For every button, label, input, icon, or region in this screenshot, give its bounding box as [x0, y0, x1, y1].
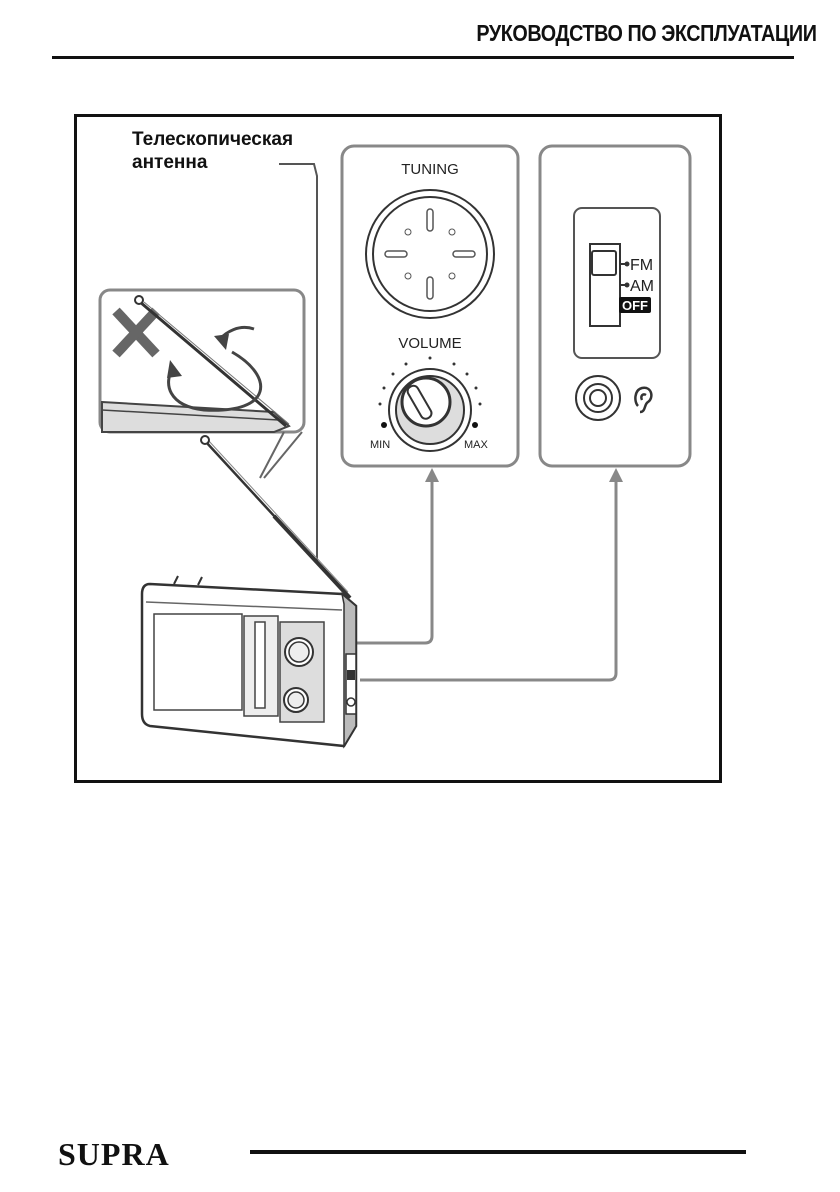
band-switch-panel: FM AM OFF	[540, 146, 690, 466]
tuning-dial	[366, 190, 494, 318]
antenna-caption: Телескопическая антенна	[132, 128, 293, 174]
earphone-jack	[576, 376, 620, 420]
band-fm-label: FM	[630, 257, 653, 274]
connector-arrows	[324, 480, 616, 680]
antenna-rotation-inset	[100, 290, 304, 478]
tuning-volume-panel: TUNING VOLUME	[342, 146, 518, 466]
radio-device	[142, 436, 356, 746]
antenna-caption-line2: антенна	[132, 151, 293, 174]
antenna-caption-line1: Телескопическая	[132, 128, 293, 151]
page-header: РУКОВОДСТВО ПО ЭКСПЛУАТАЦИИ	[0, 0, 840, 70]
volume-label: VOLUME	[398, 335, 461, 352]
footer-rule	[250, 1150, 746, 1154]
supra-logo: SUPRA	[58, 1136, 170, 1173]
header-rule	[52, 56, 794, 59]
band-off-label: OFF	[622, 298, 648, 313]
tuning-label: TUNING	[401, 161, 459, 178]
volume-min-label: MIN	[370, 439, 390, 451]
radio-illustration: TUNING VOLUME	[74, 114, 722, 783]
volume-max-label: MAX	[464, 439, 489, 451]
band-am-label: AM	[630, 278, 654, 295]
page-title: РУКОВОДСТВО ПО ЭКСПЛУАТАЦИИ	[476, 20, 816, 47]
